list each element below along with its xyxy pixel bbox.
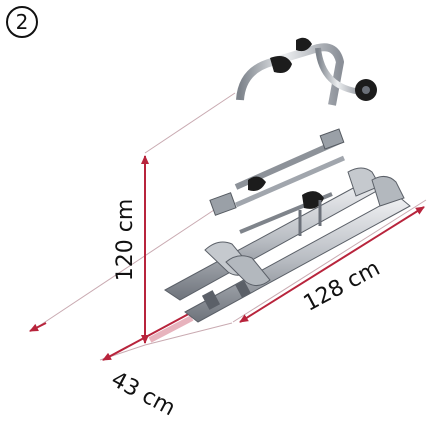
rail-end-cap bbox=[201, 290, 221, 310]
top-clamp-upper bbox=[296, 37, 312, 52]
dimension-lines bbox=[29, 155, 425, 361]
upper-arm bbox=[315, 47, 363, 95]
depth-shadow-band bbox=[148, 315, 194, 343]
step-number: 2 bbox=[15, 10, 29, 34]
rack-frame bbox=[209, 43, 363, 239]
rail-latch bbox=[235, 280, 251, 298]
mount-bracket-left bbox=[209, 192, 237, 216]
height-top-guide bbox=[144, 92, 236, 154]
frame-clamps bbox=[248, 37, 377, 209]
step-number-badge: 2 bbox=[6, 6, 38, 38]
depth-dimension-label: 43 cm bbox=[107, 367, 179, 421]
top-clamp-left bbox=[270, 56, 292, 73]
wheel-rails bbox=[164, 167, 411, 323]
wheel-holder-left-rear bbox=[225, 255, 271, 286]
left-edge-arrow bbox=[29, 322, 47, 332]
depth-dimension-line bbox=[102, 309, 197, 361]
wheel-holder-right-rear bbox=[371, 176, 405, 207]
height-dimension-label: 120 cm bbox=[113, 199, 138, 282]
support-legs bbox=[298, 200, 322, 236]
length-left-guide bbox=[32, 209, 215, 331]
cross-brace-lower bbox=[235, 155, 345, 208]
right-clamp-hub bbox=[362, 86, 370, 94]
length-dimension-line bbox=[239, 206, 425, 323]
length-dimension-label: 128 cm bbox=[300, 256, 385, 317]
mid-clamp-left bbox=[248, 176, 266, 191]
mount-bracket-right bbox=[319, 128, 345, 150]
